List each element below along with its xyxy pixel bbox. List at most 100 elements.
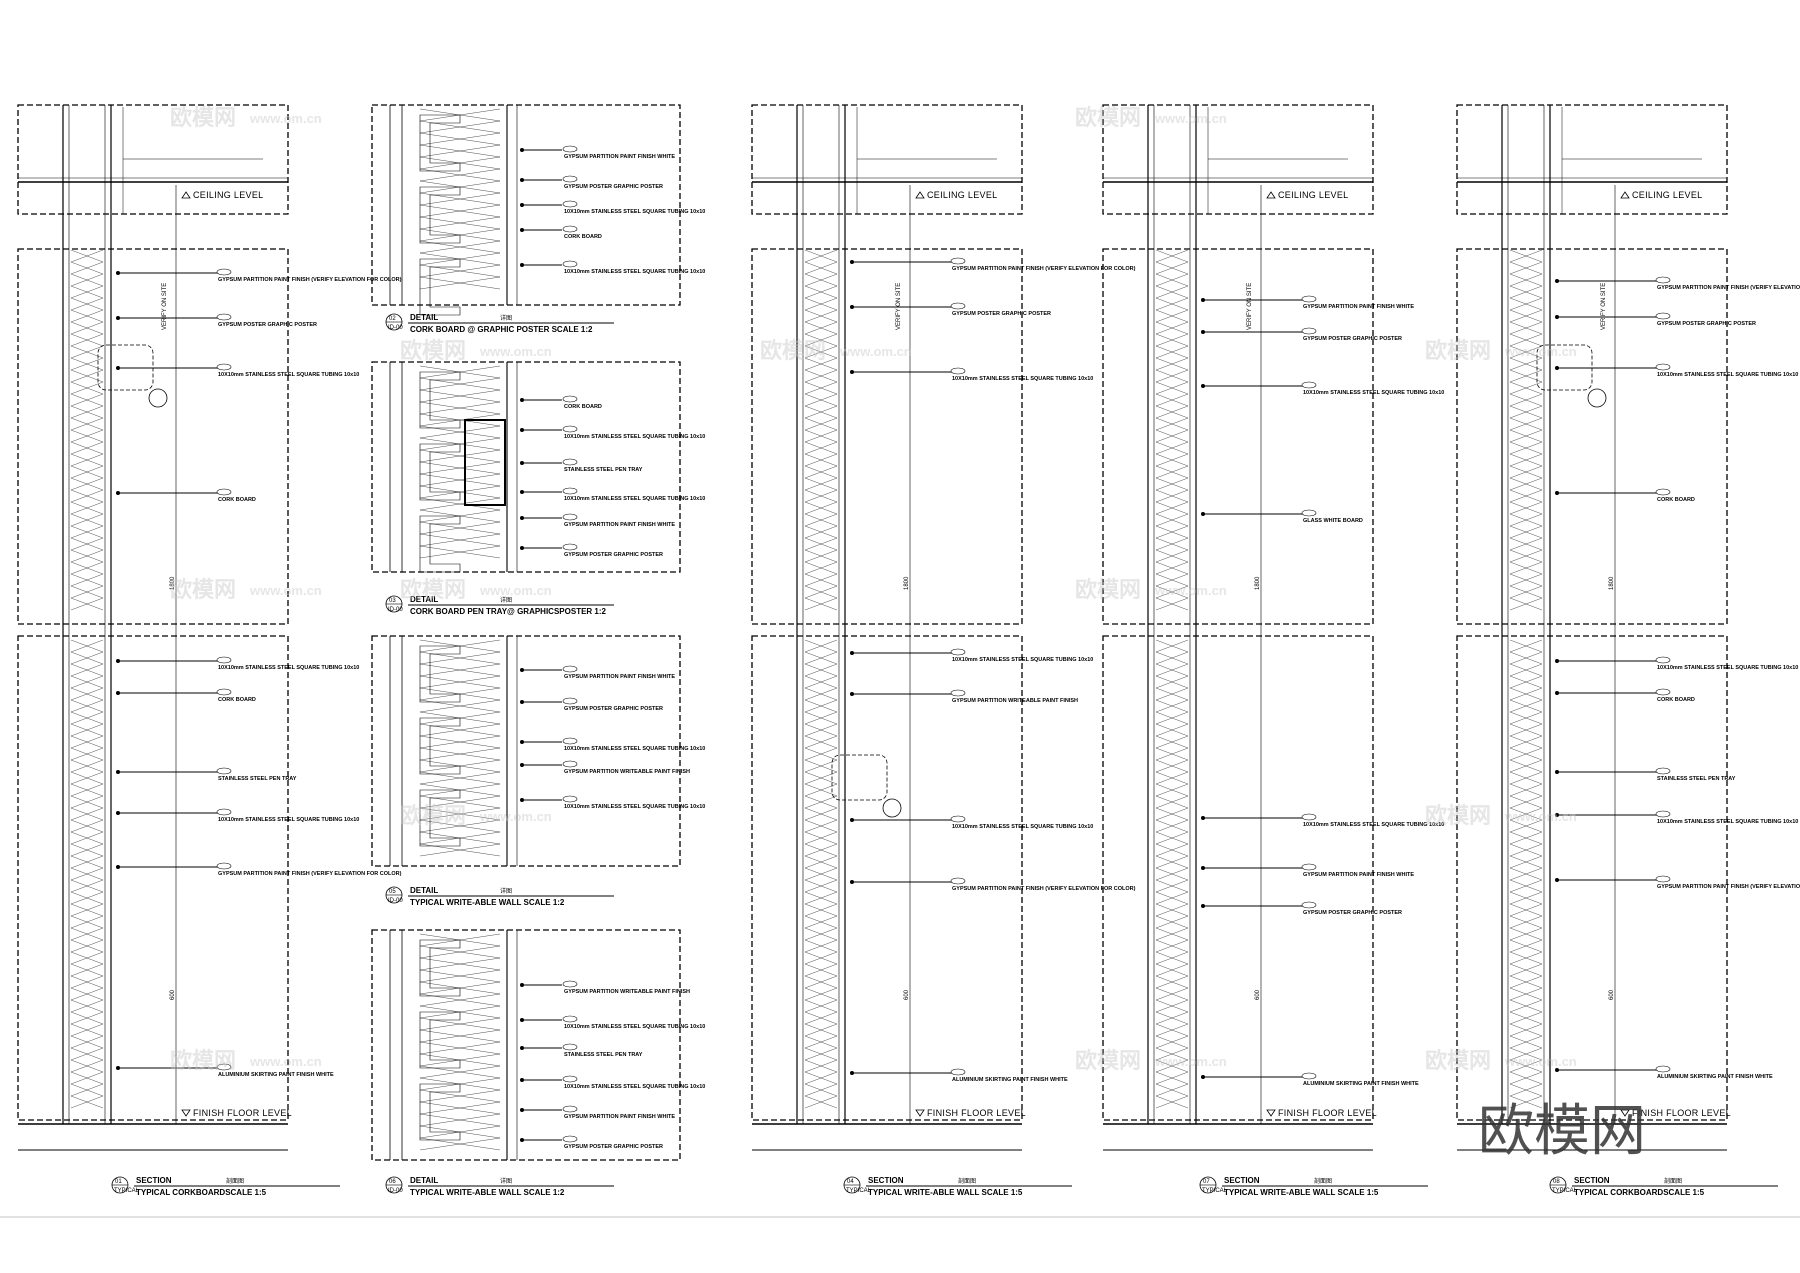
callout-tag xyxy=(562,458,578,466)
watermark-cn: 欧模网 xyxy=(1425,338,1491,364)
title-cn: 详图 xyxy=(500,314,512,322)
upper-frame xyxy=(1456,248,1728,625)
c-stud xyxy=(419,1011,461,1069)
hatch-line xyxy=(419,365,501,379)
hatch-line xyxy=(419,783,501,797)
callout-gyp_poster: GYPSUM POSTER GRAPHIC POSTER xyxy=(564,552,663,558)
title-number: 04 xyxy=(847,1179,854,1185)
callout-tray: STAINLESS STEEL PEN TRAY xyxy=(218,776,297,782)
hatch-line xyxy=(1155,1023,1189,1037)
hatch-line xyxy=(1155,891,1189,905)
hatch-line xyxy=(1155,951,1189,965)
hatch-line xyxy=(1509,915,1543,929)
hatch-line xyxy=(70,597,104,611)
leader-dot xyxy=(520,740,524,744)
hatch-line xyxy=(1509,321,1543,335)
leader-dot xyxy=(520,490,524,494)
callout-tag xyxy=(950,689,966,697)
hatch-line xyxy=(1155,783,1189,797)
watermark-url: www.om.cn xyxy=(249,1054,322,1069)
callout-tube: 10X10mm STAINLESS STEEL SQUARE TUBING 10… xyxy=(564,804,705,810)
hatch-line xyxy=(70,453,104,467)
frames-layer xyxy=(17,104,1728,1161)
hatch-line xyxy=(1509,963,1543,977)
hatch-line xyxy=(419,993,501,1007)
hatch-line xyxy=(804,735,838,749)
leader-dot xyxy=(1201,512,1205,516)
hatch-line xyxy=(419,1089,501,1103)
callout-tag xyxy=(950,648,966,656)
hatch-line xyxy=(419,144,501,158)
callout-tube: 10X10mm STAINLESS STEEL SQUARE TUBING 10… xyxy=(218,817,359,823)
callout-tag xyxy=(1655,312,1671,320)
hatch-line xyxy=(419,1017,501,1031)
hatch-line xyxy=(419,933,501,947)
title-cn: 详图 xyxy=(500,1177,512,1185)
hatch-line xyxy=(1155,1083,1189,1097)
leader-dot xyxy=(850,651,854,655)
detail-marker xyxy=(148,388,168,408)
hatch-line xyxy=(1155,927,1189,941)
hatch-line xyxy=(1155,663,1189,677)
watermark-cn: 欧模网 xyxy=(1425,1048,1491,1074)
callout-gyp_paint: GYPSUM PARTITION PAINT FINISH (VERIFY EL… xyxy=(952,886,1136,892)
callout-tag xyxy=(562,1043,578,1051)
hatch-line xyxy=(419,413,501,427)
hatch-line xyxy=(1509,453,1543,467)
hatch-line xyxy=(804,1023,838,1037)
hatch-line xyxy=(804,867,838,881)
hatch-line xyxy=(1155,975,1189,989)
hatch-line xyxy=(1509,1059,1543,1073)
hatch-line xyxy=(419,969,501,983)
callout-gyp_white: GYPSUM PARTITION PAINT FINISH WHITE xyxy=(564,522,675,528)
hatch-line xyxy=(1155,795,1189,809)
hatch-line xyxy=(1509,525,1543,539)
hatch-line xyxy=(70,369,104,383)
leader-dot xyxy=(1555,813,1559,817)
hatch-line xyxy=(70,723,104,737)
hatch-line xyxy=(1509,537,1543,551)
hatch-line xyxy=(1509,273,1543,287)
hatch-line xyxy=(1509,843,1543,857)
hatch-line xyxy=(70,345,104,359)
hatch-line xyxy=(1509,687,1543,701)
callout-tube: 10X10mm STAINLESS STEEL SQUARE TUBING 10… xyxy=(218,665,359,671)
hatch-line xyxy=(419,687,501,701)
callout-tag xyxy=(562,145,578,153)
callout-tag xyxy=(950,367,966,375)
hatch-line xyxy=(1155,687,1189,701)
callout-tube: 10X10mm STAINLESS STEEL SQUARE TUBING 10… xyxy=(564,1084,705,1090)
callout-tag xyxy=(1655,656,1671,664)
hatch-line xyxy=(804,963,838,977)
callout-tag xyxy=(562,737,578,745)
c-stud xyxy=(419,186,461,244)
hatch-line xyxy=(1509,561,1543,575)
hatch-line xyxy=(419,473,501,487)
hatch-line xyxy=(419,651,501,665)
c-stud xyxy=(419,258,461,316)
hatch-line xyxy=(1509,573,1543,587)
hatch-line xyxy=(70,951,104,965)
hatch-line xyxy=(70,1023,104,1037)
callout-tag xyxy=(1301,509,1317,517)
hatch-line xyxy=(419,240,501,254)
hatch-line xyxy=(1155,417,1189,431)
hatch-line xyxy=(419,1053,501,1067)
hatch-line xyxy=(70,537,104,551)
hatch-line xyxy=(804,687,838,701)
watermark-cn: 欧模网 xyxy=(170,1048,236,1074)
hatch-line xyxy=(1509,699,1543,713)
hatch-line xyxy=(1155,843,1189,857)
callout-gyp_white: GYPSUM PARTITION PAINT FINISH WHITE xyxy=(564,1114,675,1120)
callout-tag xyxy=(1655,875,1671,883)
callout-tray: STAINLESS STEEL PEN TRAY xyxy=(1657,776,1736,782)
hatch-line xyxy=(1509,477,1543,491)
level-marker xyxy=(915,191,925,199)
hatch-line xyxy=(1509,297,1543,311)
hatch-line xyxy=(1155,723,1189,737)
floor-level-label: FINISH FLOOR LEVEL xyxy=(1632,1108,1731,1118)
title-cn: 剖面图 xyxy=(1664,1177,1682,1185)
hatch-line xyxy=(1509,663,1543,677)
callout-tag xyxy=(1655,363,1671,371)
leader-dot xyxy=(1201,904,1205,908)
